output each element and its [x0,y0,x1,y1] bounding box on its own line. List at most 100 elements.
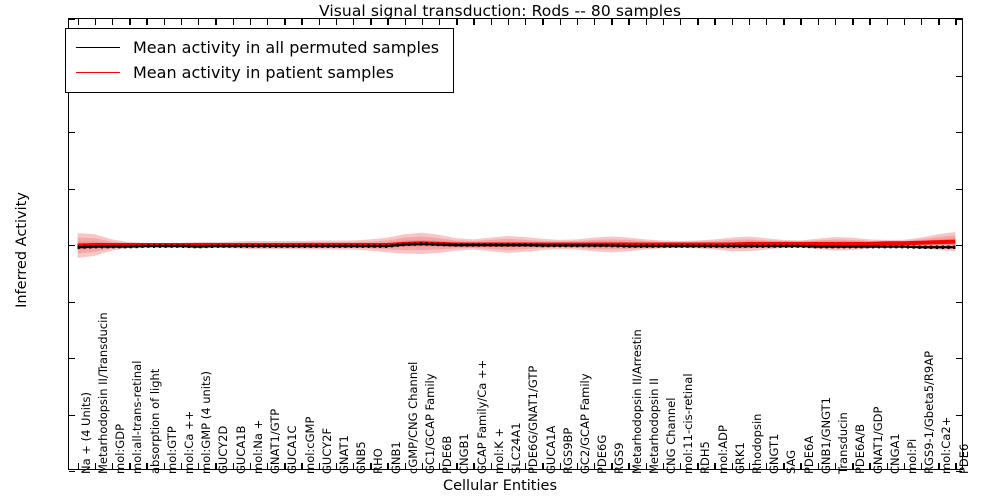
x-tick-mark [817,19,820,25]
x-category-label: GCAP Family/Ca ++ [474,359,489,474]
x-category-label: Metarhodopsin II/Transducin [96,312,111,474]
x-category-label: GUCA1C [285,425,300,474]
x-tick-mark [94,19,97,25]
x-tick-mark [920,19,923,25]
x-tick-mark [266,463,269,469]
x-category-label: mol:all-trans-retinal [130,360,145,474]
x-category-label: GNB5 [354,441,369,474]
x-tick-mark [938,19,940,25]
x-category-label: CNGA1 [887,433,902,474]
x-tick-mark [525,19,527,25]
x-tick-mark [456,463,458,469]
data-layer [77,232,956,258]
x-tick-mark [783,19,785,25]
x-tick-mark [680,463,682,469]
x-tick-mark [249,463,252,469]
x-category-label: PDE6G/GNAT1/GTP [526,365,541,474]
x-tick-mark [800,19,802,25]
x-tick-mark [404,19,407,25]
x-tick-mark [301,463,303,469]
x-category-label: PDE6A [801,435,816,474]
x-tick-mark [852,19,854,25]
y-tick-mark [69,471,75,473]
y-tick-mark [69,301,75,303]
x-tick-mark [559,463,561,469]
x-tick-mark [542,19,544,25]
x-tick-mark [542,463,544,469]
x-axis-label: Cellular Entities [442,478,558,494]
x-tick-mark [593,19,596,25]
x-tick-mark [129,463,131,469]
x-category-label: mol:Ca ++ [182,410,197,474]
plot-area [68,18,963,473]
x-tick-mark [318,463,320,469]
x-category-label: mol:ADP [715,425,730,474]
x-category-label: CNGB1 [457,433,472,474]
chart-title: Visual signal transduction: Rods -- 80 s… [318,2,682,20]
y-tick-mark [69,414,75,416]
x-tick-mark [731,463,734,469]
x-tick-mark [163,19,166,25]
x-tick-mark [198,463,200,469]
x-category-label: PDE6A/B [853,423,868,474]
x-tick-mark [680,19,682,25]
x-category-label: RGS9BP [560,427,575,474]
x-tick-mark [94,463,97,469]
x-category-label: GC2/GCAP Family [577,373,592,474]
x-category-label: absorption of light [147,368,162,474]
x-tick-mark [301,19,303,25]
x-tick-mark [507,19,510,25]
x-tick-mark [714,463,716,469]
x-tick-mark [163,463,166,469]
x-tick-mark [834,19,837,25]
x-category-label: GNAT1/GDP [870,406,885,474]
x-tick-mark [198,19,200,25]
x-category-label: Rhodopsin [750,413,765,474]
x-tick-mark [370,463,372,469]
x-tick-mark [180,19,183,25]
x-tick-mark [903,19,906,25]
x-tick-mark [490,463,493,469]
legend-entry-permuted: Mean activity in all permuted samples [76,35,439,60]
x-tick-mark [955,19,957,25]
x-category-label: RGS9-1/Gbeta5/R9AP [922,350,937,474]
x-tick-mark [525,463,527,469]
x-tick-mark [903,463,906,469]
x-tick-mark [731,19,734,25]
x-tick-mark [370,19,372,25]
x-category-label: mol:cGMP [302,416,317,474]
x-tick-mark [249,19,252,25]
x-category-label: GUCA1B [233,425,248,474]
x-category-label: Transducin [836,412,851,474]
y-axis-label-text: Inferred Activity [14,192,30,308]
legend-label-permuted: Mean activity in all permuted samples [133,38,440,57]
x-tick-mark [421,463,424,469]
x-tick-mark [232,19,234,25]
permuted-mean-markers [77,242,956,249]
x-tick-mark [766,19,768,25]
x-tick-mark [232,463,234,469]
x-tick-mark [77,463,79,469]
x-tick-mark [697,463,699,469]
y-tick-mark [69,245,75,247]
x-tick-mark [645,19,647,25]
x-tick-mark [473,19,475,25]
x-category-label: SLC24A1 [509,422,524,474]
x-category-label: Na + (4 Units) [78,392,93,474]
x-tick-mark [456,19,458,25]
x-tick-mark [593,463,596,469]
y-tick-mark [956,358,962,360]
y-tick-mark [69,188,75,190]
x-tick-mark [662,463,665,469]
x-category-label: mol:GDP [113,423,128,474]
x-tick-mark [938,463,940,469]
x-category-label: GC1/GCAP Family [423,373,438,474]
x-tick-mark [800,463,802,469]
legend-swatch-permuted [76,47,120,48]
x-tick-mark [387,463,389,469]
x-category-label: Metarhodopsin II [646,378,661,474]
legend-label-patient: Mean activity in patient samples [133,63,394,82]
x-tick-mark [421,19,424,25]
y-axis-label: Inferred Activity [14,134,30,308]
